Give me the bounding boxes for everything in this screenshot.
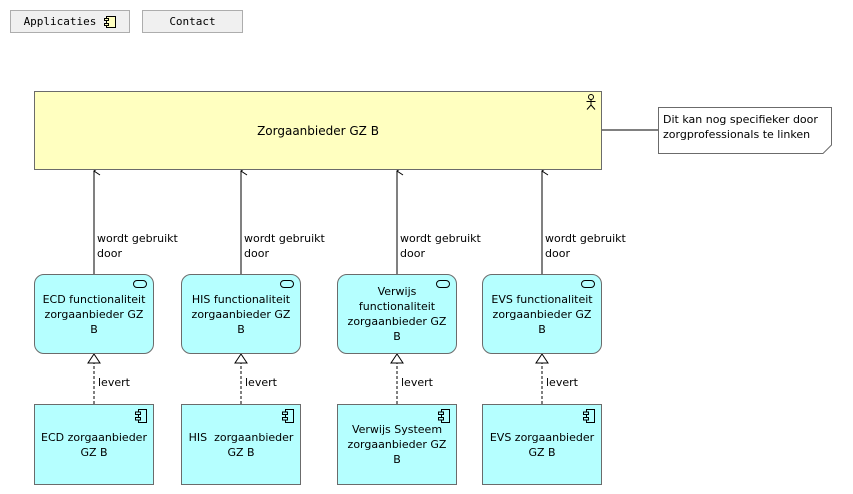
service-icon (581, 280, 595, 288)
realization-line-3 (390, 353, 404, 404)
note[interactable]: Dit kan nog specifieker door zorgprofess… (658, 107, 832, 154)
function-verwijs[interactable]: Verwijs functionaliteit zorgaanbieder GZ… (337, 274, 457, 354)
component-icon (282, 409, 294, 423)
function-evs[interactable]: EVS functionaliteit zorgaanbieder GZ B (482, 274, 602, 354)
used-by-label-2: wordt gebruikt door (244, 232, 325, 260)
function-his[interactable]: HIS functionaliteit zorgaanbieder GZ B (181, 274, 301, 354)
function-label: HIS functionaliteit zorgaanbieder GZ B (191, 292, 291, 336)
contact-button-label: Contact (169, 15, 216, 28)
note-text: Dit kan nog specifieker door zorgprofess… (663, 113, 818, 141)
component-icon (438, 409, 450, 423)
used-by-label-1: wordt gebruikt door (97, 232, 178, 260)
service-icon (280, 280, 294, 288)
applicaties-button[interactable]: Applicaties (10, 10, 130, 33)
service-icon (436, 280, 450, 288)
component-evs[interactable]: EVS zorgaanbieder GZ B (482, 404, 602, 485)
used-by-label-3: wordt gebruikt door (400, 232, 481, 260)
component-label: EVS zorgaanbieder GZ B (489, 430, 595, 459)
realization-line-2 (234, 353, 248, 404)
realization-line-1 (87, 353, 101, 404)
component-icon (583, 409, 595, 423)
function-label: Verwijs functionaliteit zorgaanbieder GZ… (347, 285, 447, 343)
component-his[interactable]: HIS zorgaanbieder GZ B (181, 404, 301, 485)
contact-button[interactable]: Contact (142, 10, 243, 33)
realizes-label-3: levert (401, 376, 433, 389)
component-label: HIS zorgaanbieder GZ B (188, 430, 297, 459)
application-icon (104, 15, 117, 28)
note-shape (658, 107, 832, 154)
used-by-label-4: wordt gebruikt door (545, 232, 626, 260)
service-icon (133, 280, 147, 288)
actor-zorgaanbieder[interactable]: Zorgaanbieder GZ B (34, 91, 602, 170)
actor-label: Zorgaanbieder GZ B (257, 123, 379, 138)
component-label: Verwijs Systeem zorgaanbieder GZ B (347, 423, 447, 466)
function-label: EVS functionaliteit zorgaanbieder GZ B (491, 292, 593, 336)
function-label: ECD functionaliteit zorgaanbieder GZ B (42, 292, 146, 336)
component-icon (135, 409, 147, 423)
component-verwijs[interactable]: Verwijs Systeem zorgaanbieder GZ B (337, 404, 457, 485)
realizes-label-1: levert (98, 376, 130, 389)
actor-icon (586, 94, 596, 110)
component-label: ECD zorgaanbieder GZ B (41, 430, 147, 459)
realizes-label-2: levert (245, 376, 277, 389)
realization-line-4 (535, 353, 549, 404)
function-ecd[interactable]: ECD functionaliteit zorgaanbieder GZ B (34, 274, 154, 354)
component-ecd[interactable]: ECD zorgaanbieder GZ B (34, 404, 154, 485)
realizes-label-4: levert (546, 376, 578, 389)
applicaties-button-label: Applicaties (23, 15, 97, 28)
